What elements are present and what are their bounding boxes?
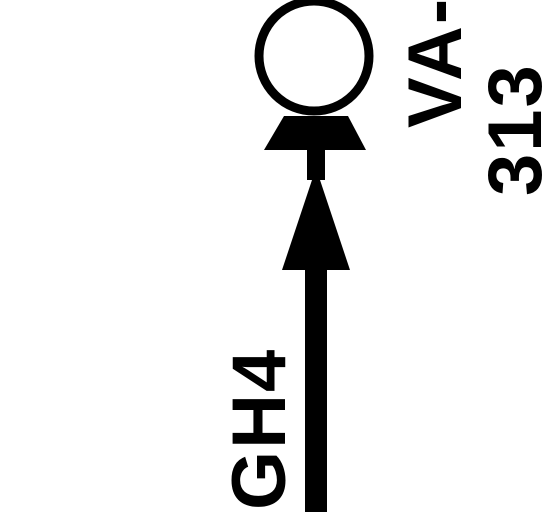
pipe-line [305,255,327,512]
diagram-canvas: GH4 VA- 313 [217,0,558,512]
device-tag-number: 313 [473,63,558,196]
line-label: GH4 [217,347,302,510]
instrument-symbol [254,0,374,512]
valve-seat-icon [264,116,366,150]
flow-arrow-icon [282,168,350,270]
device-tag-prefix: VA- [393,0,478,128]
instrument-circle-icon [254,0,374,116]
